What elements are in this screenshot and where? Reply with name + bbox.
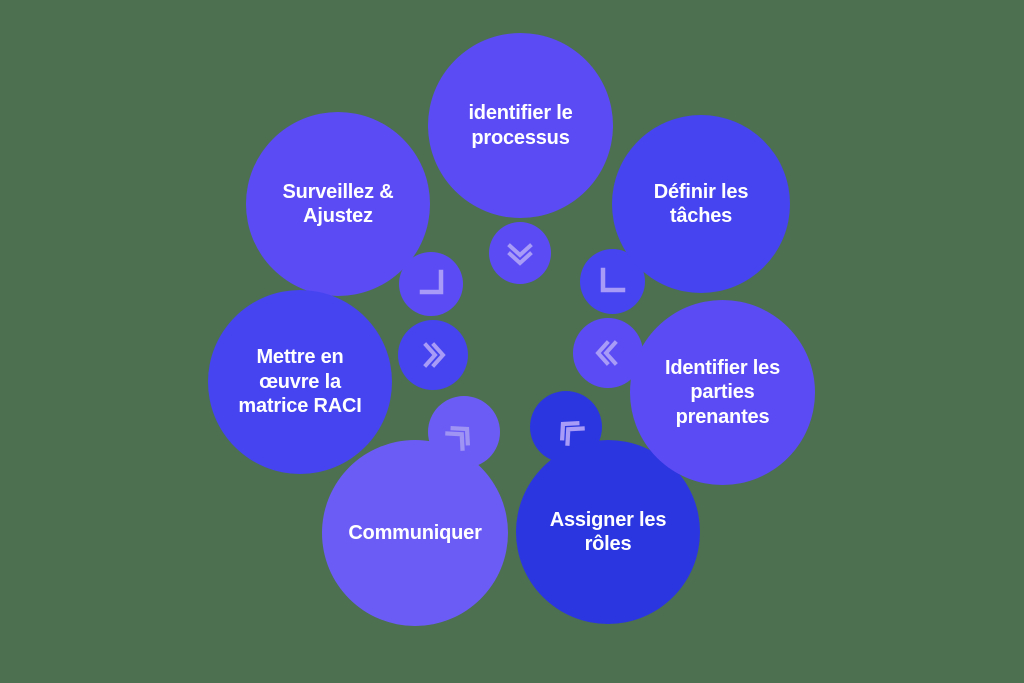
step-bubble-stakeholders[interactable]: Identifier les parties prenantes <box>630 300 815 485</box>
double-chevron-down-icon <box>507 243 533 266</box>
double-chevron-left-icon <box>595 340 618 366</box>
step-bubble-identify[interactable]: identifier le processus <box>428 33 613 218</box>
step-label-assign: Assigner les rôles <box>549 508 667 555</box>
step-bubble-communicate[interactable]: Communiquer <box>322 440 508 626</box>
step-label-define: Définir les tâches <box>653 180 749 227</box>
step-bubble-define[interactable]: Définir les tâches <box>612 115 790 293</box>
corner-arrow-down-left-icon <box>419 269 444 295</box>
connector-double-chevron-right <box>398 320 468 390</box>
step-label-monitor: Surveillez & Ajustez <box>282 180 394 227</box>
corner-arrow-down-right-icon <box>600 267 625 292</box>
step-label-communicate: Communiquer <box>348 521 482 544</box>
double-chevron-up-left-icon <box>559 420 585 446</box>
connector-double-chevron-down <box>489 222 551 284</box>
connector-corner-arrow-down-left <box>399 252 463 316</box>
step-bubble-raci[interactable]: Mettre en œuvre la matrice RACI <box>208 290 392 474</box>
step-bubble-monitor[interactable]: Surveillez & Ajustez <box>246 112 430 296</box>
step-label-raci: Mettre en œuvre la matrice RACI <box>238 346 362 418</box>
step-bubble-assign[interactable]: Assigner les rôles <box>516 440 700 624</box>
chevron-up-right-icon <box>445 425 471 451</box>
step-label-stakeholders: Identifier les parties prenantes <box>664 356 780 428</box>
step-label-identify: identifier le processus <box>468 102 573 149</box>
double-chevron-right-icon <box>423 342 446 368</box>
